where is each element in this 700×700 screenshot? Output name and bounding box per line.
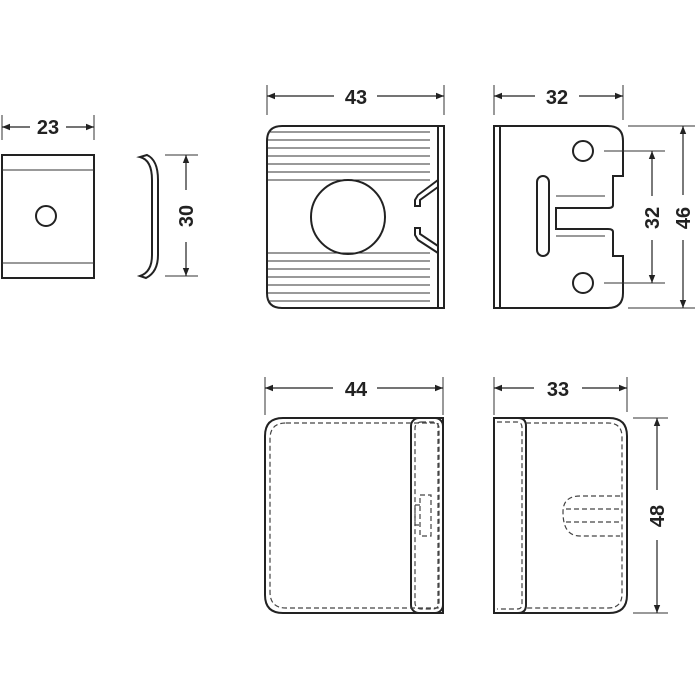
mount-hole-bottom	[572, 272, 594, 294]
front-view: 43	[266, 85, 445, 309]
center-hole	[310, 179, 386, 255]
cover-side-width-label: 33	[547, 379, 569, 401]
plate-hole	[35, 205, 57, 227]
plate-width-label: 23	[37, 117, 59, 139]
side-view: 32 32 46	[493, 85, 695, 309]
side-height-label: 46	[673, 207, 695, 229]
ribs	[268, 131, 430, 302]
plate-view: 23 30	[1, 115, 198, 280]
plate-profile	[136, 153, 159, 280]
side-width-label: 32	[546, 87, 568, 109]
plate-height-label: 30	[176, 205, 198, 227]
mount-hole-top	[572, 140, 594, 162]
hole-spacing-label: 32	[642, 207, 664, 229]
cover-front-view: 44	[264, 377, 444, 614]
front-width-label: 43	[345, 87, 367, 109]
cover-width-label: 44	[345, 379, 368, 401]
cover-height-label: 48	[647, 505, 669, 527]
cover-side-view: 33 48	[493, 377, 669, 614]
